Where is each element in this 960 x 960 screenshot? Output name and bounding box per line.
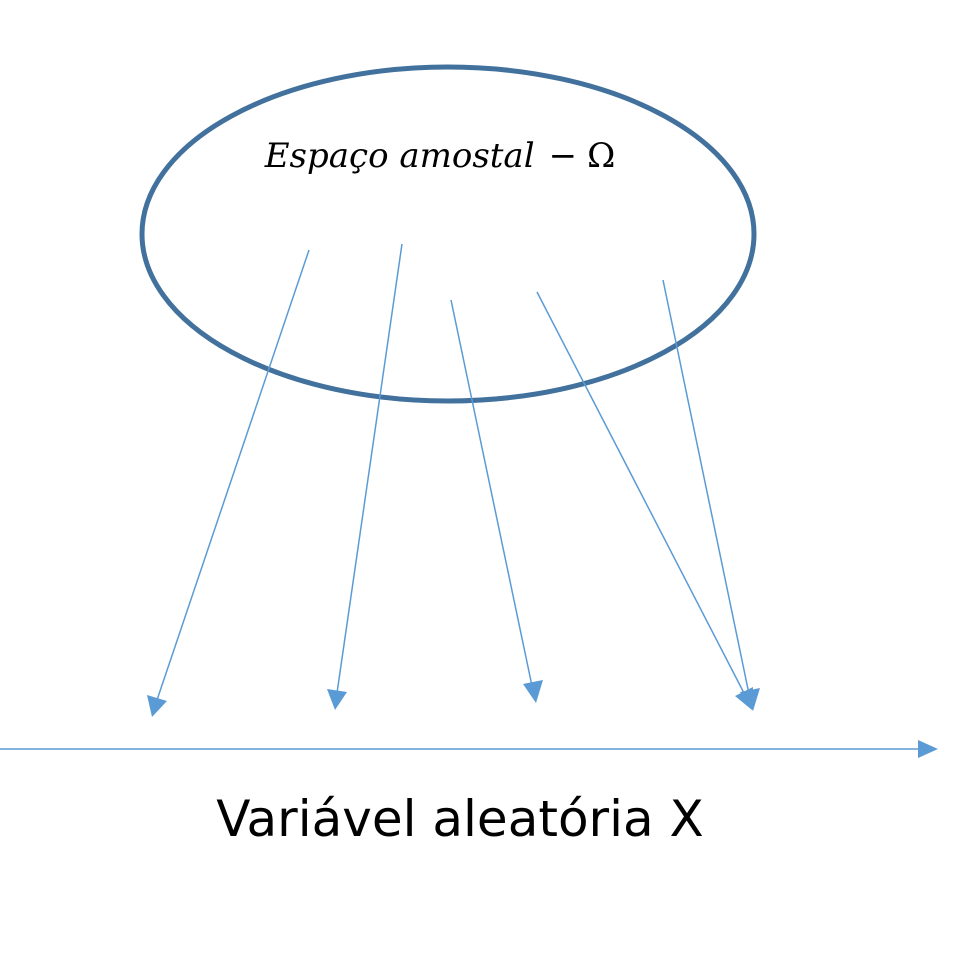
- sample-space-name: Espaço amostal: [264, 136, 535, 176]
- mapping-arrow-4-line: [536, 291, 746, 696]
- mapping-arrow-2-head: [327, 689, 347, 710]
- omega-symbol: Ω: [587, 136, 616, 176]
- mapping-arrow-5-head: [740, 688, 760, 711]
- mapping-arrow-3-line: [450, 299, 533, 687]
- random-variable-axis-arrowhead: [918, 740, 938, 758]
- mapping-arrow-1-head: [147, 695, 167, 717]
- mapping-arrow-1-line: [156, 249, 310, 701]
- mapping-arrow-3-head: [523, 680, 543, 703]
- sample-space-ellipse: [139, 64, 757, 404]
- mapping-arrows: [147, 243, 760, 717]
- sample-space-label: Espaço amostal−Ω: [150, 136, 730, 176]
- mapping-arrow-5-line: [662, 279, 750, 695]
- sample-space-operator: −: [548, 136, 578, 176]
- random-variable-label: Variável aleatória X: [216, 790, 704, 848]
- mapping-arrow-2-line: [336, 243, 403, 694]
